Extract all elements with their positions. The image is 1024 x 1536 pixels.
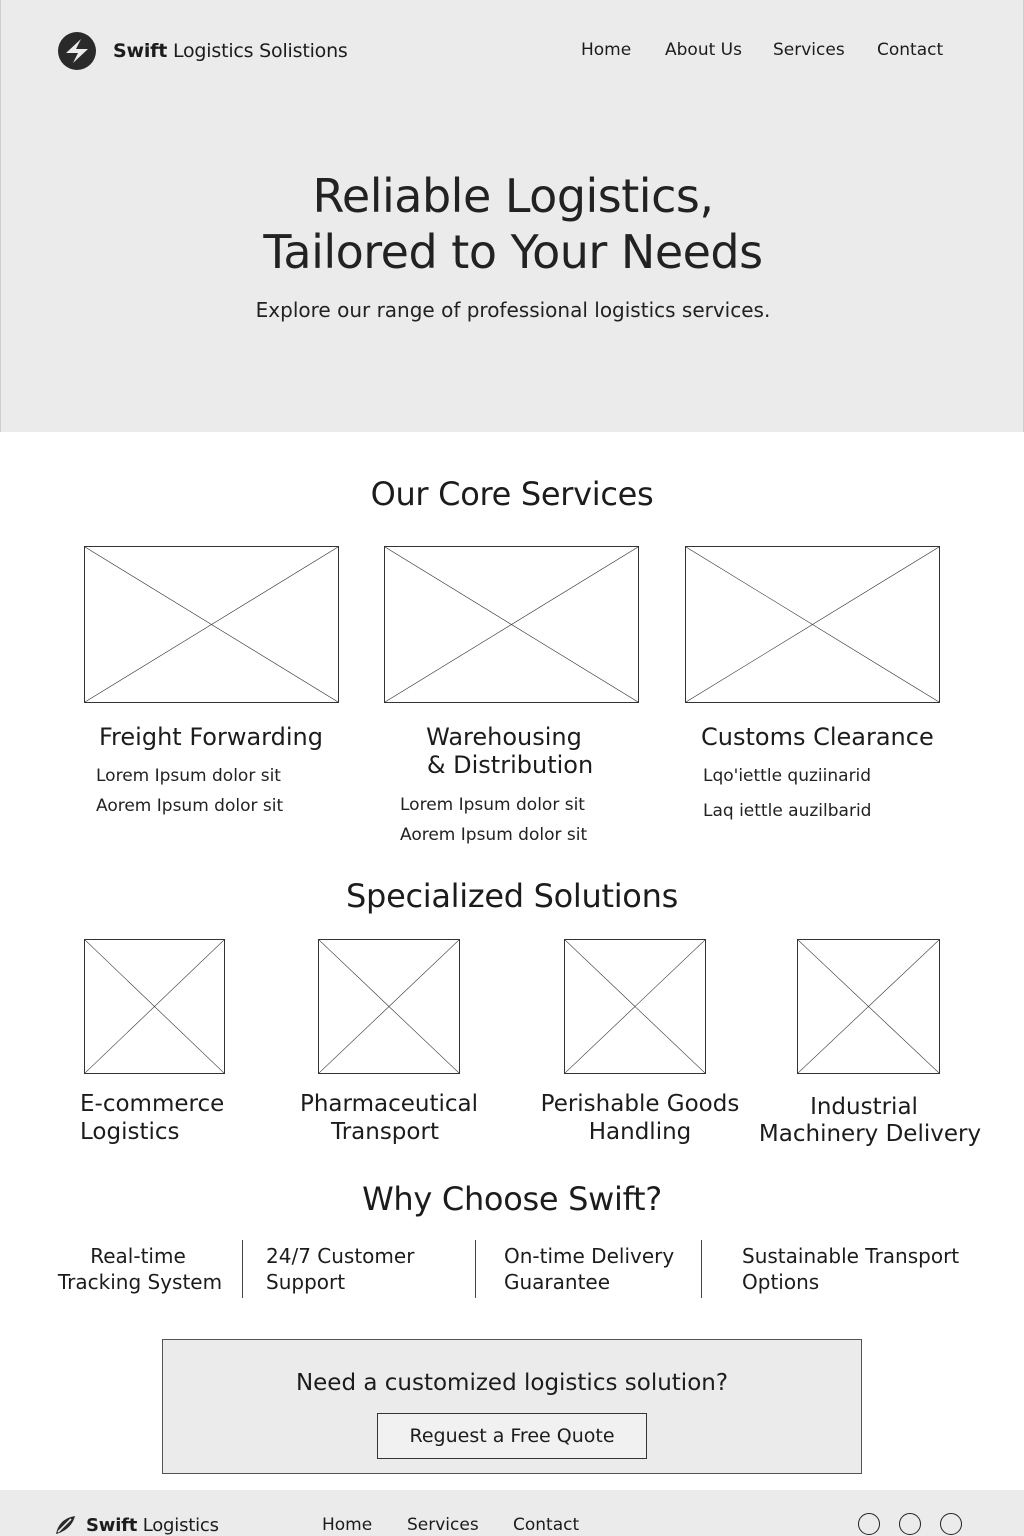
why-item-sustainable-line-1: Sustainable Transport bbox=[742, 1244, 960, 1268]
social-icon-3[interactable] bbox=[940, 1513, 962, 1535]
why-item-tracking-line-1: Real-time bbox=[90, 1244, 186, 1268]
nav-services[interactable]: Services bbox=[773, 40, 845, 60]
service-title-warehousing-line-1: Warehousing bbox=[426, 723, 582, 751]
service-desc-line: Lqo'iettle quziinarid bbox=[703, 766, 872, 786]
service-title-warehousing-line-2: & Distribution bbox=[426, 751, 594, 779]
why-item-tracking-line-2: Tracking System bbox=[57, 1270, 223, 1294]
footer-brand[interactable]: Swift Logistics bbox=[86, 1515, 219, 1536]
footer: Swift Logistics Home Services Contact bbox=[0, 1490, 1024, 1536]
brand-rest: Logistics Solistions bbox=[172, 40, 348, 62]
nav-about-us[interactable]: About Us bbox=[665, 40, 742, 60]
core-services-title: Our Core Services bbox=[370, 475, 654, 513]
why-item-sustainable-line-2: Options bbox=[742, 1270, 820, 1294]
specialized-title-industrial-line-1: Industrial bbox=[810, 1094, 918, 1120]
service-desc-line: Aorem Ipsum dolor sit bbox=[96, 796, 284, 816]
cta-box: Need a customized logistics solution? Re… bbox=[162, 1339, 862, 1474]
service-title-customs: Customs Clearance bbox=[701, 723, 934, 751]
footer-brand-bold: Swift bbox=[86, 1515, 138, 1536]
social-icon-1[interactable] bbox=[858, 1513, 880, 1535]
cta-text: Need a customized logistics solution? bbox=[295, 1370, 729, 1396]
specialized-image-industrial bbox=[797, 939, 940, 1074]
specialized-title: Specialized Solutions bbox=[346, 877, 678, 915]
specialized-title-perishable-line-1: Perishable Goods bbox=[540, 1091, 740, 1117]
request-quote-button[interactable]: Reguest a Free Quote bbox=[377, 1413, 647, 1459]
footer-nav-home[interactable]: Home bbox=[322, 1515, 373, 1535]
specialized-image-perishable bbox=[564, 939, 706, 1074]
specialized-image-pharmaceutical bbox=[318, 939, 460, 1074]
specialized-title-perishable-line-2: Handling bbox=[588, 1119, 692, 1145]
why-item-support-line-2: Support bbox=[266, 1270, 346, 1294]
service-title-freight: Freight Forwarding bbox=[99, 723, 323, 751]
footer-nav-services[interactable]: Services bbox=[407, 1515, 479, 1535]
social-icon-2[interactable] bbox=[899, 1513, 921, 1535]
brand-name[interactable]: Swift Logistics Solistions bbox=[113, 40, 348, 62]
why-item-support-line-1: 24/7 Customer bbox=[266, 1244, 415, 1268]
hero-section: Swift Logistics Solistions Home About Us… bbox=[0, 0, 1024, 432]
why-item-ontime-line-2: Guarantee bbox=[504, 1270, 611, 1294]
service-desc-line: Laq iettle auzilbarid bbox=[703, 801, 872, 821]
nav-contact[interactable]: Contact bbox=[877, 40, 944, 60]
service-desc-line: Aorem Ipsum dolor sit bbox=[400, 825, 588, 845]
specialized-title-ecommerce-line-1: E-commerce bbox=[80, 1091, 225, 1117]
specialized-title-ecommerce-line-2: Logistics bbox=[80, 1119, 180, 1145]
specialized-title-pharmaceutical-line-2: Transport bbox=[331, 1119, 439, 1145]
service-image-customs bbox=[685, 546, 940, 703]
nav-home[interactable]: Home bbox=[581, 40, 632, 60]
service-desc-line: Lorem Ipsum dolor sit bbox=[400, 795, 585, 815]
hero-title-line-1: Reliable Logistics, bbox=[312, 169, 714, 223]
why-divider bbox=[475, 1240, 476, 1298]
why-title: Why Choose Swift? bbox=[362, 1180, 662, 1218]
hero-subtitle: Explore our range of professional logist… bbox=[255, 298, 771, 322]
footer-nav-contact[interactable]: Contact bbox=[513, 1515, 580, 1535]
footer-logo-icon[interactable] bbox=[54, 1514, 76, 1536]
footer-brand-rest: Logistics bbox=[142, 1515, 219, 1536]
swift-logo-icon[interactable] bbox=[57, 31, 97, 71]
service-desc-line: Lorem Ipsum dolor sit bbox=[96, 766, 281, 786]
brand-bold: Swift bbox=[113, 40, 168, 62]
why-item-ontime-line-1: On-time Delivery bbox=[504, 1244, 675, 1268]
service-image-freight bbox=[84, 546, 339, 703]
specialized-title-pharmaceutical-line-1: Pharmaceutical bbox=[299, 1091, 478, 1117]
hero-title-line-2: Tailored to Your Needs bbox=[263, 225, 763, 279]
specialized-title-industrial-line-2: Machinery Delivery bbox=[758, 1121, 982, 1147]
why-divider bbox=[242, 1240, 243, 1298]
service-image-warehousing bbox=[384, 546, 639, 703]
specialized-image-ecommerce bbox=[84, 939, 225, 1074]
why-divider bbox=[701, 1240, 702, 1298]
